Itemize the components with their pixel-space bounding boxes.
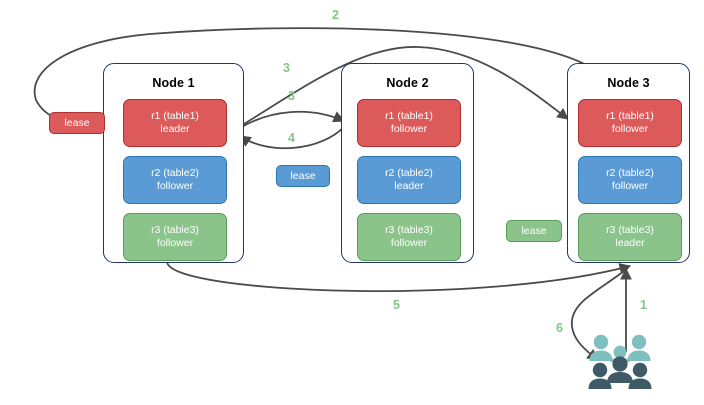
replica-role-n3r3: leader: [615, 237, 645, 249]
replica-name-n2r3: r3 (table3): [385, 224, 433, 236]
users-icon[interactable]: [586, 333, 654, 393]
replica-n1r2[interactable]: r2 (table2) follower: [123, 156, 227, 204]
replica-n1r3[interactable]: r3 (table3) follower: [123, 213, 227, 261]
edge-label-6: 6: [556, 321, 563, 335]
replica-n3r1[interactable]: r1 (table1) follower: [578, 99, 682, 147]
replica-role-n2r3: follower: [390, 237, 428, 249]
replica-role-n1r1: leader: [160, 123, 190, 135]
edge-label-3-long: 3: [283, 61, 290, 75]
edge-label-4: 4: [288, 131, 295, 145]
node-title-node1: Node 1: [152, 76, 195, 90]
replica-name-n2r2: r2 (table2): [385, 167, 433, 179]
replica-role-n1r3: follower: [156, 237, 194, 249]
edge-label-1: 1: [640, 298, 647, 312]
replica-name-n3r3: r3 (table3): [606, 224, 654, 236]
replica-role-n2r2: leader: [394, 180, 424, 192]
edge-label-2: 2: [332, 8, 339, 22]
lease-badge-r3[interactable]: lease: [506, 220, 562, 242]
node-container-node3[interactable]: Node 3 r1 (table1) follower r2 (table2) …: [567, 63, 690, 263]
replica-role-n2r1: follower: [390, 123, 428, 135]
lease-badge-r2[interactable]: lease: [276, 165, 330, 187]
replica-role-n1r2: follower: [156, 180, 194, 192]
replica-n2r3[interactable]: r3 (table3) follower: [357, 213, 461, 261]
replica-name-n3r1: r1 (table1): [606, 110, 654, 122]
edge-3-short-path: [239, 110, 346, 129]
replica-n2r1[interactable]: r1 (table1) follower: [357, 99, 461, 147]
node-container-node1[interactable]: Node 1 r1 (table1) leader r2 (table2) fo…: [103, 63, 244, 263]
replica-name-n3r2: r2 (table2): [606, 167, 654, 179]
replica-n3r3[interactable]: r3 (table3) leader: [578, 213, 682, 261]
replica-name-n2r1: r1 (table1): [385, 110, 433, 122]
replica-n1r1[interactable]: r1 (table1) leader: [123, 99, 227, 147]
replica-role-n3r2: follower: [611, 180, 649, 192]
node-container-node2[interactable]: Node 2 r1 (table1) follower r2 (table2) …: [341, 63, 474, 263]
node-title-node2: Node 2: [386, 76, 429, 90]
replica-role-n3r1: follower: [611, 123, 649, 135]
replica-n3r2[interactable]: r2 (table2) follower: [578, 156, 682, 204]
edge-5-path: [166, 261, 632, 292]
replica-name-n1r2: r2 (table2): [151, 167, 199, 179]
replica-name-n1r3: r3 (table3): [151, 224, 199, 236]
lease-badge-r1[interactable]: lease: [49, 112, 105, 134]
replica-n2r2[interactable]: r2 (table2) leader: [357, 156, 461, 204]
replica-name-n1r1: r1 (table1): [151, 110, 199, 122]
edge-label-5: 5: [393, 298, 400, 312]
edge-label-3-short: 3: [288, 89, 295, 103]
node-title-node3: Node 3: [607, 76, 650, 90]
